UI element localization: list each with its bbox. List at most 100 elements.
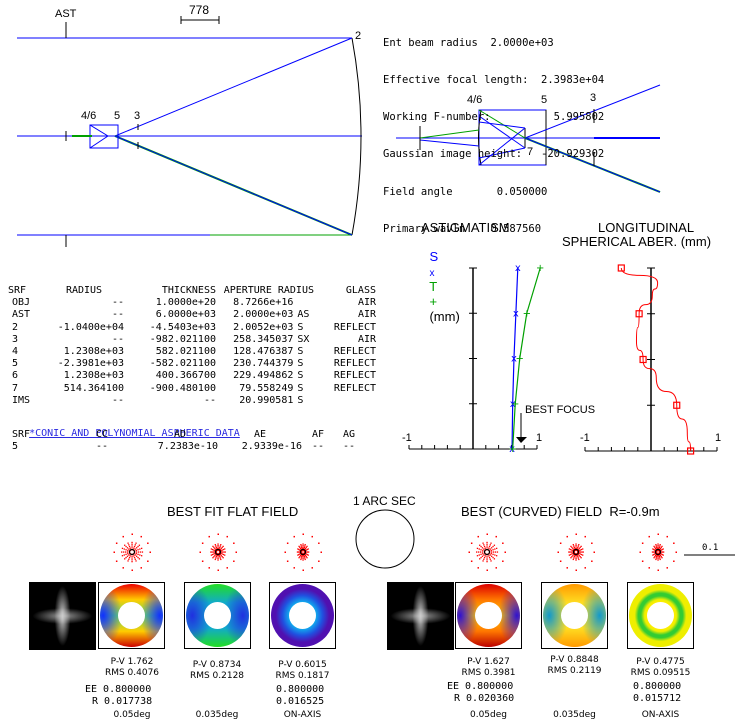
spot-ray: [218, 554, 220, 556]
spot-ray: [306, 553, 308, 556]
spot-ray: [226, 535, 228, 538]
airy-disk: [214, 548, 222, 556]
spot-ray: [302, 554, 304, 557]
spot-ray: [578, 554, 580, 557]
spot-ray: [208, 535, 210, 538]
spot-ray: [218, 548, 220, 550]
spot-ray: [215, 545, 217, 547]
spot-ray: [299, 549, 301, 551]
spot-ray: [573, 556, 575, 558]
spot-ray: [214, 554, 216, 557]
spot-ray: [655, 558, 657, 561]
spot-ray: [572, 544, 574, 546]
spot-ray: [573, 557, 575, 559]
spot-ray: [482, 549, 484, 552]
spot-ray: [580, 557, 582, 559]
spot-ray: [489, 554, 491, 556]
spot-ray: [217, 556, 219, 558]
spot-ray: [654, 546, 656, 549]
spot-ray: [580, 553, 583, 556]
spot-ray: [304, 545, 306, 547]
series-s-point: x: [515, 263, 521, 274]
cell: S: [297, 321, 304, 333]
spot-ray: [569, 548, 572, 551]
asphere-data-link[interactable]: *CONIC AND POLYNOMIAL ASPHERIC DATA: [29, 428, 240, 439]
spot-diagram: [468, 533, 506, 571]
spot-ray: [304, 558, 306, 561]
spot-ray: [657, 554, 659, 557]
spot-ray: [131, 547, 133, 549]
spot-ray: [131, 557, 133, 559]
spot-ray: [302, 544, 304, 547]
spot-ray: [579, 549, 581, 551]
spot-ray: [658, 546, 661, 549]
spot-ray: [115, 560, 118, 562]
spherical-point: [686, 447, 695, 455]
spot-ray: [479, 544, 481, 546]
spot-ray: [302, 557, 304, 560]
spot-ray: [656, 548, 658, 550]
spot-ray: [652, 554, 654, 556]
spot-diagrams: [113, 533, 677, 571]
spot-ray: [221, 555, 223, 558]
spot-diagram: [284, 533, 322, 571]
cell: S: [297, 346, 304, 358]
ee-flat-on-axis: 0.800000: [276, 684, 325, 695]
spot-ray: [580, 545, 582, 548]
spot-ray: [572, 551, 574, 553]
spot-ray: [126, 551, 129, 553]
spot-ray: [483, 544, 485, 546]
cell: 514.364100: [63, 382, 124, 394]
spot-ray: [656, 556, 658, 558]
spot-ray: [657, 569, 659, 571]
spot-ray: [300, 544, 302, 546]
col-radius: RADIUS: [65, 285, 103, 296]
spot-ray: [115, 542, 118, 544]
spot-ray: [137, 549, 139, 551]
spot-ray: [476, 555, 479, 557]
cell: -1.0400e+04: [57, 321, 124, 333]
spot-ray: [575, 546, 577, 548]
spot-ray: [576, 554, 578, 556]
spot-ray: [575, 544, 577, 547]
wavefront-map-curved-0-05deg: [455, 582, 522, 649]
spot-ray: [216, 549, 219, 551]
spot-ray: [593, 551, 595, 553]
spot-ray: [480, 556, 482, 559]
psf-image-curved: [387, 582, 454, 650]
cell: REFLECT: [333, 321, 376, 333]
table-row: 5 -- 7.2383e-10 2.9339e-16 -- --: [12, 441, 364, 453]
spot-ray: [574, 548, 576, 550]
spot-ray: [574, 549, 577, 551]
spot-ray: [661, 548, 663, 551]
spot-ray: [658, 551, 661, 553]
spot-ray: [299, 555, 301, 558]
spot-ray: [654, 554, 657, 557]
spot-ray: [129, 555, 131, 557]
spot-ray: [131, 543, 133, 545]
rms-flat-0-035: RMS 0.2128: [189, 671, 245, 681]
spot-ray: [482, 553, 484, 555]
spot-ray: [214, 551, 216, 553]
spot-ray: [657, 533, 659, 535]
spot-ray: [318, 560, 320, 562]
spot-ray: [134, 554, 136, 556]
spot-ray: [137, 553, 139, 555]
spot-ray: [149, 551, 151, 553]
spot-ray: [486, 559, 488, 561]
col-ad: AD: [173, 429, 187, 440]
spot-ray: [488, 547, 490, 549]
spot-ray: [578, 550, 580, 552]
spot-ray: [141, 547, 143, 550]
spot-ray: [211, 548, 214, 551]
r-flat-on-axis: 0.016525: [276, 696, 325, 707]
spec-line: Field angle 0.050000: [383, 185, 548, 198]
spot-ray: [489, 544, 491, 546]
arc-sec-label: 1 ARC SEC: [353, 494, 416, 508]
spot-ray: [125, 556, 127, 559]
spot-ray: [660, 551, 663, 553]
spec-line: Primary wavln 0.587560: [383, 222, 542, 235]
spot-ray: [302, 569, 304, 571]
